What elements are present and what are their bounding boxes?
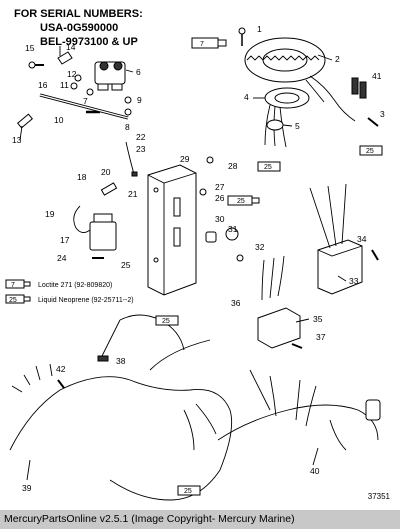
- callout-31: 31: [228, 224, 238, 234]
- callout-30: 30: [215, 214, 225, 224]
- callout-38: 38: [116, 356, 126, 366]
- callout-14: 14: [66, 42, 76, 52]
- clip-42[interactable]: [57, 379, 65, 389]
- callout-2: 2: [335, 54, 340, 64]
- legend-text-neoprene: Liquid Neoprene (92-25711--2): [38, 297, 134, 304]
- spark-plug-cap-20[interactable]: [100, 182, 118, 196]
- wiring-harness-40[interactable]: [217, 369, 381, 451]
- screw-37[interactable]: [291, 343, 303, 349]
- trigger-assembly[interactable]: [264, 87, 310, 148]
- callout-labels: 1 2 3 4 5 6 7 8 9 10 11 12 13 14 15 16 1…: [12, 24, 385, 493]
- callout-19: 19: [45, 209, 55, 219]
- callout-40: 40: [310, 466, 320, 476]
- callout-16: 16: [38, 80, 48, 90]
- callout-8: 8: [125, 122, 130, 132]
- callout-9: 9: [137, 95, 142, 105]
- callout-10: 10: [54, 115, 64, 125]
- callout-3: 3: [380, 109, 385, 119]
- tube-label: 25: [184, 488, 192, 495]
- screw-15[interactable]: [28, 61, 44, 69]
- callout-17: 17: [60, 235, 70, 245]
- sleeve-38[interactable]: [97, 355, 109, 362]
- ignition-coil-17[interactable]: [89, 213, 117, 251]
- nuts-12-11-10[interactable]: [70, 74, 94, 96]
- callout-11: 11: [60, 80, 69, 90]
- neoprene-tube-25-b: 25: [257, 161, 281, 172]
- callout-1: 1: [257, 24, 262, 34]
- legend-item-neoprene: 25 Liquid Neoprene (92-25711--2): [5, 294, 134, 304]
- callout-39: 39: [22, 483, 32, 493]
- tube-label: 25: [162, 318, 170, 325]
- callout-42: 42: [56, 364, 66, 374]
- clamp-5[interactable]: [266, 119, 284, 131]
- legend-symbol: 25: [9, 297, 17, 304]
- spark-plug-lead-18[interactable]: [73, 205, 91, 233]
- callout-24: 24: [57, 253, 67, 263]
- callout-41: 41: [372, 71, 382, 81]
- callout-32: 32: [255, 242, 265, 252]
- fasteners-26-32[interactable]: [199, 156, 244, 262]
- tube-label: 7: [200, 41, 204, 48]
- callout-28: 28: [228, 161, 238, 171]
- neoprene-tube-25-d: 25: [155, 315, 179, 326]
- legend-symbol: 7: [11, 282, 15, 289]
- lead-22-23[interactable]: [125, 141, 138, 177]
- callout-18: 18: [77, 172, 87, 182]
- callout-27: 27: [215, 182, 225, 192]
- callout-23: 23: [136, 144, 146, 154]
- washers-9-8[interactable]: [124, 96, 132, 116]
- callout-12: 12: [67, 69, 77, 79]
- callout-33: 33: [349, 276, 359, 286]
- terminal-14[interactable]: [57, 51, 73, 65]
- legend: 7 Loctite 271 (92-809820) 25 Liquid Neop…: [5, 279, 134, 304]
- mounting-plate-25[interactable]: [147, 164, 197, 296]
- legend-item-loctite: 7 Loctite 271 (92-809820): [5, 279, 112, 289]
- boot-13[interactable]: [17, 113, 33, 129]
- neoprene-tube-25-a: 25: [227, 195, 260, 206]
- tube-label: 25: [366, 148, 374, 155]
- legend-text-loctite: Loctite 271 (92-809820): [38, 282, 112, 289]
- screw-34[interactable]: [371, 249, 379, 261]
- callout-35: 35: [313, 314, 323, 324]
- starter-solenoid[interactable]: [94, 61, 126, 91]
- screw-1[interactable]: [238, 27, 246, 46]
- footer-bar: MercuryPartsOnline v2.5.1 (Image Copyrig…: [0, 510, 400, 529]
- callout-4: 4: [244, 92, 249, 102]
- callout-26: 26: [215, 193, 225, 203]
- callout-13: 13: [12, 135, 22, 145]
- callout-20: 20: [101, 167, 111, 177]
- battery-cable-16[interactable]: [39, 93, 129, 120]
- callout-25: 25: [121, 260, 131, 270]
- switch-box-33[interactable]: [309, 183, 363, 295]
- stator-assembly[interactable]: [244, 37, 356, 122]
- wiring-harness-39[interactable]: [9, 314, 233, 501]
- callout-7: 7: [83, 96, 88, 106]
- serial-number-header: FOR SERIAL NUMBERS: USA-0G590000 BEL-997…: [14, 7, 143, 49]
- tube-label: 25: [237, 198, 245, 205]
- callout-5: 5: [295, 121, 300, 131]
- sleeve-41[interactable]: [351, 77, 367, 99]
- header-line-1: FOR SERIAL NUMBERS:: [14, 8, 143, 20]
- neoprene-tube-25-e: 25: [177, 485, 201, 496]
- callout-22: 22: [136, 132, 146, 142]
- figure-number: 37351: [367, 492, 390, 501]
- callout-6: 6: [136, 67, 141, 77]
- callout-34: 34: [357, 234, 367, 244]
- tube-label: 25: [264, 164, 272, 171]
- header-line-3: BEL-9973100 & UP: [40, 36, 138, 48]
- header-line-2: USA-0G590000: [40, 22, 119, 34]
- footer-copyright: MercuryPartsOnline v2.5.1 (Image Copyrig…: [4, 513, 295, 525]
- callout-37: 37: [316, 332, 326, 342]
- loctite-tube-7-a: 7: [191, 37, 227, 49]
- callout-15: 15: [25, 43, 35, 53]
- neoprene-tube-25-c: 25: [359, 145, 383, 156]
- callout-36: 36: [231, 298, 241, 308]
- leader-lines: [19, 46, 347, 481]
- callout-29: 29: [180, 154, 190, 164]
- rectifier-36[interactable]: [257, 255, 301, 349]
- callout-21: 21: [128, 189, 138, 199]
- pin-3[interactable]: [367, 117, 379, 127]
